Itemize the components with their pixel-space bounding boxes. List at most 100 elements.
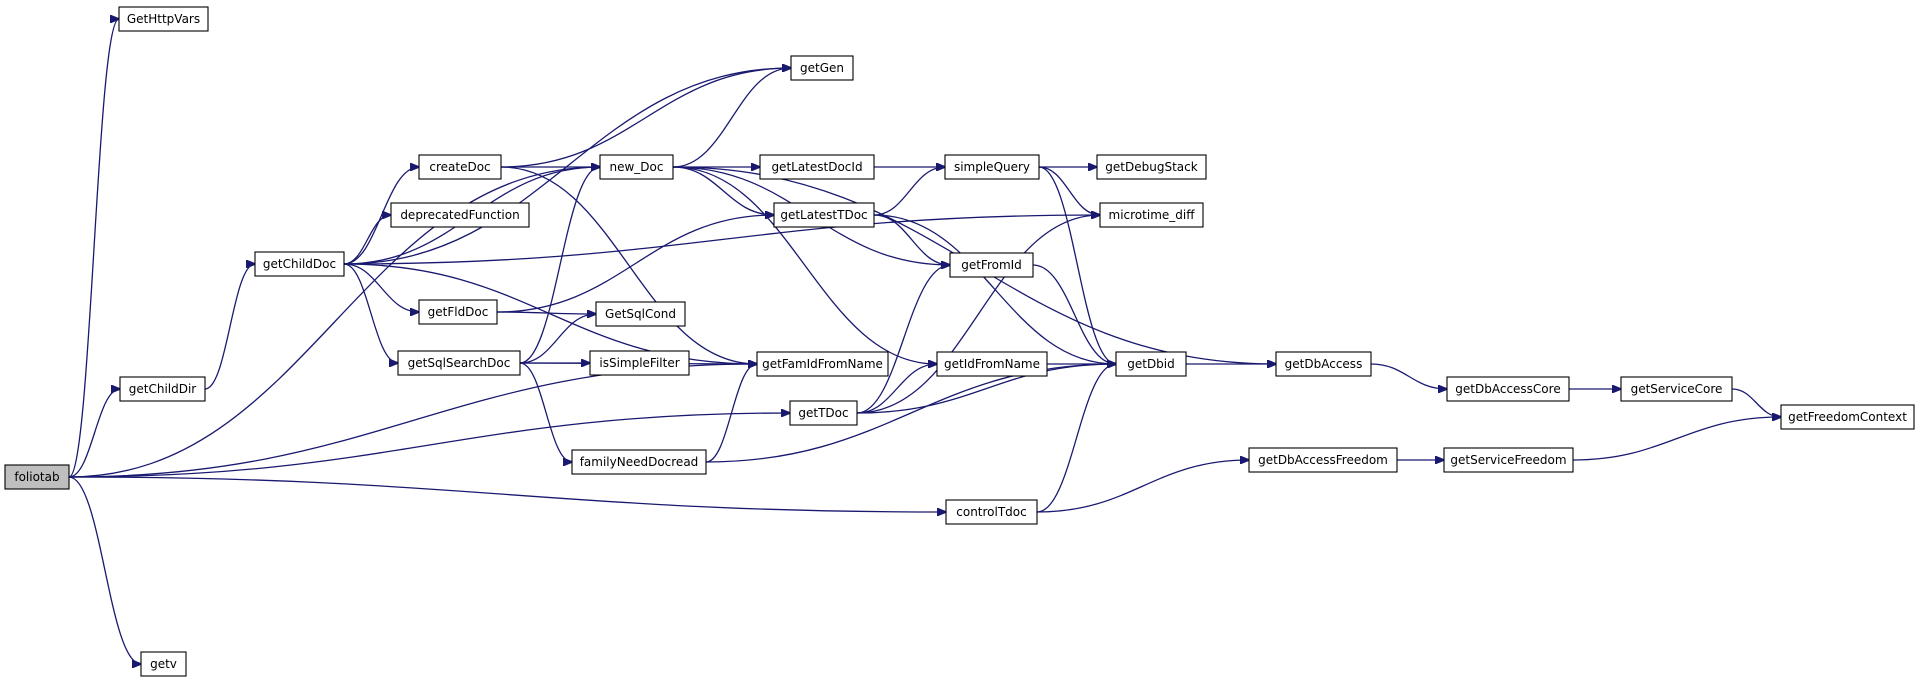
node-box (418, 299, 498, 325)
node-label: getDbAccessCore (1455, 382, 1560, 396)
edge-get-tdoc-to-get-id-from-name (856, 364, 937, 414)
edge-control-tdoc-to-get-dbid (1036, 364, 1116, 513)
node-family-need-docread[interactable]: familyNeedDocread (571, 449, 707, 475)
edge-get-child-doc-to-get-gen (343, 68, 791, 265)
node-get-service-core[interactable]: getServiceCore (1620, 376, 1733, 402)
node-get-freedom-context[interactable]: getFreedomContext (1780, 404, 1915, 430)
node-label: getGen (800, 61, 844, 75)
node-control-tdoc[interactable]: controlTdoc (945, 499, 1038, 525)
node-box (790, 55, 854, 81)
node-box (1275, 351, 1372, 377)
edge-get-sql-search-doc-to-family-need-docread (519, 362, 572, 462)
node-label: getLatestTDoc (780, 208, 867, 222)
node-box (936, 351, 1048, 377)
node-label: getServiceFreedom (1450, 453, 1566, 467)
node-deprecated-function[interactable]: deprecatedFunction (390, 202, 530, 228)
node-box (254, 251, 345, 277)
node-box (1248, 447, 1398, 473)
node-box (118, 6, 209, 32)
node-foliotab[interactable]: foliotab (4, 464, 70, 490)
edge-foliotab-to-control-tdoc (68, 476, 946, 512)
node-get-db-access[interactable]: getDbAccess (1275, 351, 1372, 377)
edge-simple-query-to-get-dbid (1038, 166, 1116, 364)
node-label: getServiceCore (1631, 382, 1723, 396)
node-box (397, 350, 521, 376)
node-get-db-access-core[interactable]: getDbAccessCore (1446, 376, 1570, 402)
edge-family-need-docread-to-get-dbid (705, 364, 1116, 463)
node-get-child-doc[interactable]: getChildDoc (254, 251, 345, 277)
node-label: getFamIdFromName (762, 357, 883, 371)
node-label: createDoc (429, 160, 490, 174)
node-is-simple-filter[interactable]: isSimpleFilter (589, 350, 690, 376)
node-box (789, 400, 858, 426)
edge-foliotab-to-get-child-dir (68, 389, 120, 478)
edge-get-service-core-to-get-freedom-context (1731, 388, 1781, 417)
edge-get-latest-tdoc-to-simple-query (873, 167, 945, 216)
node-label: GetSqlCond (605, 307, 676, 321)
node-box (595, 301, 686, 327)
node-label: getLatestDocId (771, 160, 862, 174)
node-simple-query[interactable]: simpleQuery (944, 154, 1040, 180)
node-box (944, 154, 1040, 180)
node-label: new_Doc (610, 160, 664, 174)
node-get-fam-id-from-name[interactable]: getFamIdFromName (756, 351, 889, 377)
node-label: getFldDoc (428, 305, 489, 319)
node-get-from-id[interactable]: getFromId (949, 252, 1034, 278)
node-box (571, 449, 707, 475)
edge-create-doc-to-get-gen (500, 68, 791, 168)
node-get-db-access-freedom[interactable]: getDbAccessFreedom (1248, 447, 1398, 473)
edge-get-sql-search-doc-to-get-sql-cond (519, 314, 596, 364)
edge-get-child-doc-to-deprecated-function (343, 215, 391, 265)
node-label: getTDoc (798, 406, 848, 420)
edge-get-tdoc-to-get-dbid (856, 364, 1116, 414)
edge-new-doc-to-get-gen (672, 68, 791, 168)
node-get-http-vars[interactable]: GetHttpVars (118, 6, 209, 32)
node-microtime-diff[interactable]: microtime_diff (1099, 202, 1204, 228)
node-label: foliotab (14, 470, 59, 484)
node-box (390, 202, 530, 228)
node-box (1620, 376, 1733, 402)
node-label: getv (150, 657, 177, 671)
node-label: getChildDoc (263, 257, 336, 271)
node-get-latest-doc-id[interactable]: getLatestDocId (759, 154, 875, 180)
node-box (1115, 351, 1187, 377)
node-get-id-from-name[interactable]: getIdFromName (936, 351, 1048, 377)
node-box (1099, 202, 1204, 228)
node-layer: foliotab GetHttpVars getv getChildDir getChi… (4, 6, 1915, 677)
edge-get-latest-tdoc-to-get-from-id (873, 214, 950, 265)
node-getv[interactable]: getv (140, 651, 187, 677)
node-get-fld-doc[interactable]: getFldDoc (418, 299, 498, 325)
node-get-sql-cond[interactable]: GetSqlCond (595, 301, 686, 327)
node-box (756, 351, 889, 377)
node-get-service-freedom[interactable]: getServiceFreedom (1443, 447, 1574, 473)
node-label: getDbAccess (1285, 357, 1363, 371)
node-create-doc[interactable]: createDoc (418, 154, 502, 180)
edge-simple-query-to-microtime-diff (1038, 166, 1100, 215)
node-get-debug-stack[interactable]: getDebugStack (1096, 154, 1207, 180)
edge-get-child-dir-to-get-child-doc (204, 264, 255, 390)
node-box (1446, 376, 1570, 402)
edge-foliotab-to-new-doc (68, 167, 600, 478)
node-get-child-dir[interactable]: getChildDir (119, 376, 206, 402)
node-new-doc[interactable]: new_Doc (599, 154, 674, 180)
edge-get-sql-search-doc-to-new-doc (519, 167, 600, 364)
node-get-latest-tdoc[interactable]: getLatestTDoc (773, 202, 875, 228)
node-get-tdoc[interactable]: getTDoc (789, 400, 858, 426)
edge-get-db-access-to-get-db-access-core (1370, 363, 1447, 389)
edge-get-service-freedom-to-get-freedom-context (1572, 417, 1781, 461)
edge-get-fld-doc-to-get-latest-tdoc (496, 215, 774, 313)
node-box (418, 154, 502, 180)
node-get-gen[interactable]: getGen (790, 55, 854, 81)
node-label: getDebugStack (1105, 160, 1197, 174)
edge-layer (68, 19, 1781, 664)
node-box (4, 464, 70, 490)
node-box (1096, 154, 1207, 180)
node-box (1780, 404, 1915, 430)
edge-get-from-id-to-get-dbid (1032, 264, 1116, 364)
node-get-dbid[interactable]: getDbid (1115, 351, 1187, 377)
edge-get-child-doc-to-get-fam-id-from-name (343, 263, 757, 364)
node-label: GetHttpVars (127, 12, 200, 26)
node-get-sql-search-doc[interactable]: getSqlSearchDoc (397, 350, 521, 376)
node-box (140, 651, 187, 677)
